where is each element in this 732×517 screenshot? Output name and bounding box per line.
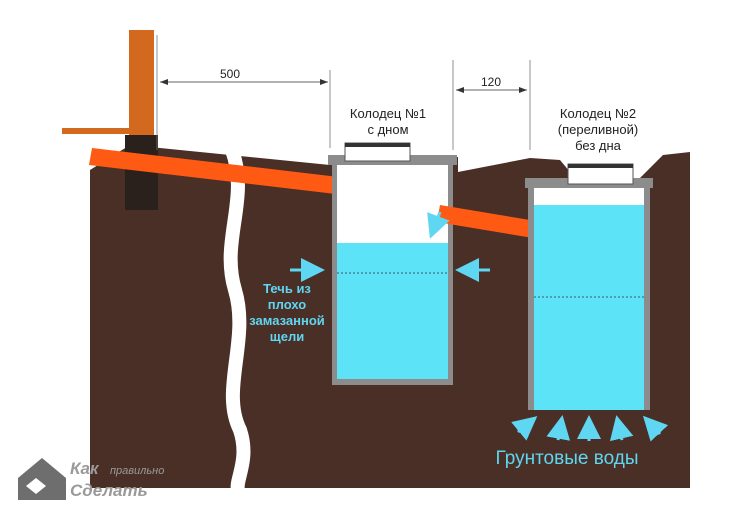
logo-line-2: правильно [110, 465, 164, 477]
house-post-upper [129, 30, 154, 140]
leak-label-line-3: замазанной [249, 313, 325, 328]
well-2-water [534, 205, 644, 410]
house-post-lower [125, 135, 158, 210]
well-2-note: без дна [575, 138, 622, 153]
groundwater-arrow-1-icon [511, 416, 538, 441]
well-1 [328, 142, 457, 385]
well-2-title: Колодец №2 [560, 106, 636, 121]
dimension-500: 500 [220, 67, 240, 81]
logo-line-3: Сделать [70, 481, 148, 500]
site-logo: Как правильно Сделать [18, 458, 164, 500]
groundwater-label: Грунтовые воды [496, 448, 639, 469]
leak-label-line-4: щели [270, 329, 304, 344]
logo-line-1: Как [70, 459, 100, 478]
groundwater-arrow-2-icon [546, 415, 571, 441]
section-break [223, 147, 251, 492]
well-1-title: Колодец №1 [350, 106, 426, 121]
well-2-subtitle: (переливной) [558, 122, 638, 137]
inlet-pipe [89, 148, 347, 195]
flow-arrow-icon [427, 211, 450, 239]
overflow-pipe [437, 205, 548, 240]
floor-beam [62, 128, 132, 134]
dimension-120: 120 [481, 75, 501, 89]
well-1-subtitle: с дном [367, 122, 408, 137]
groundwater-arrow-5-icon [642, 415, 669, 442]
leak-label-line-1: Течь из [263, 281, 311, 296]
well-1-water [337, 243, 448, 379]
groundwater-arrow-4-icon [609, 415, 634, 442]
house-logo-icon [18, 458, 66, 500]
well-2 [525, 163, 653, 410]
leak-label-line-2: плохо [268, 297, 306, 312]
